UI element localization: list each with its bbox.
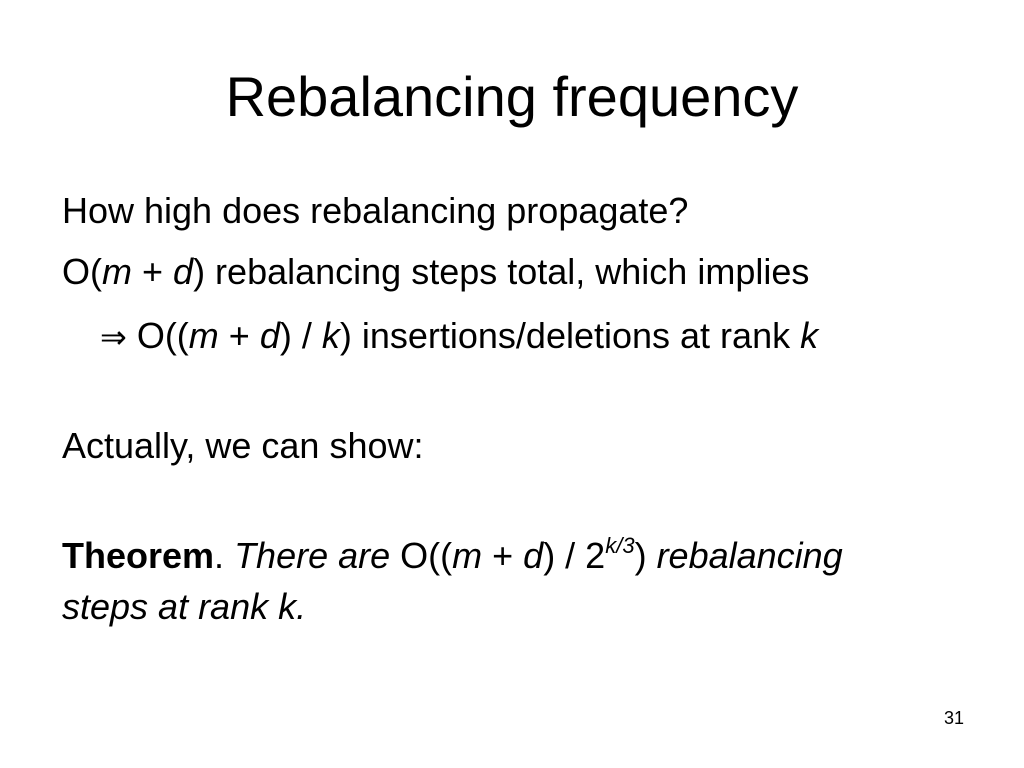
page-number: 31 xyxy=(943,708,964,728)
theorem-label: Theorem xyxy=(62,535,215,576)
implication-rest: ) insertions/deletions at rank xyxy=(339,315,801,356)
theorem-continuation: steps at rank k. xyxy=(62,586,307,627)
close-paren: ) xyxy=(634,535,657,576)
plus-sign: + xyxy=(132,251,174,292)
big-o-open: O(( xyxy=(400,535,453,576)
implication-line: ⇒ O((m + d) / k) insertions/deletions at… xyxy=(100,314,818,359)
var-d: d xyxy=(259,315,280,356)
var-m: m xyxy=(188,315,219,356)
var-k-rank: k xyxy=(800,315,819,356)
division: ) / xyxy=(279,315,322,356)
var-m: m xyxy=(102,251,132,292)
actually-line: Actually, we can show: xyxy=(62,425,424,466)
exponent: k/3 xyxy=(605,533,635,558)
theorem-period: . xyxy=(214,535,235,576)
implies-arrow-icon: ⇒ xyxy=(100,318,127,356)
divide-two: ) / 2 xyxy=(543,535,606,576)
var-m: m xyxy=(452,535,483,576)
plus-sign: + xyxy=(482,535,524,576)
theorem-line: Theorem. There are O((m + d) / 2k/3) reb… xyxy=(62,534,843,578)
complexity-line: O(m + d) rebalancing steps total, which … xyxy=(62,250,809,294)
big-o-open: O( xyxy=(62,251,102,292)
var-d: d xyxy=(523,535,544,576)
var-k: k xyxy=(321,315,340,356)
question-line: How high does rebalancing propagate? xyxy=(62,190,689,231)
var-d: d xyxy=(173,251,194,292)
complexity-rest: ) rebalancing steps total, which implies xyxy=(193,251,810,292)
slide-title: Rebalancing frequency xyxy=(225,65,799,128)
rebalancing-text: rebalancing xyxy=(656,535,843,576)
big-o-open: O(( xyxy=(126,315,189,356)
plus-sign: + xyxy=(218,315,260,356)
there-are-text: There are xyxy=(234,535,401,576)
